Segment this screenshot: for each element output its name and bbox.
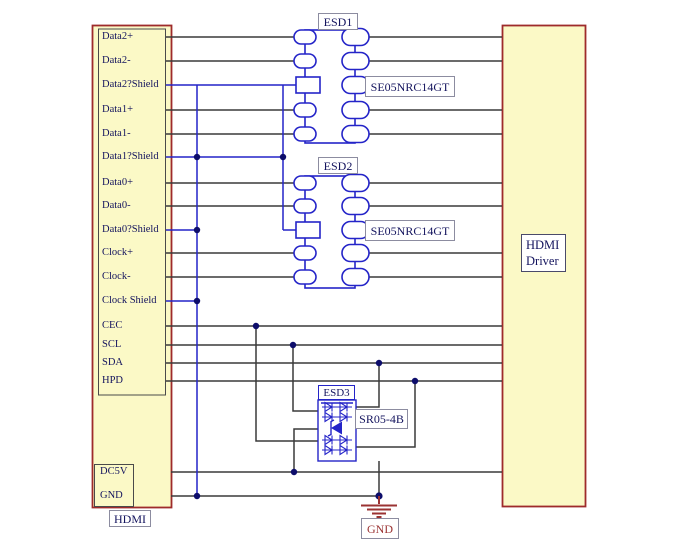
pin-label-9: Clock+ [102,247,134,258]
shield-net-wires [166,84,296,496]
hdmi-connector-label-box: HDMI [109,510,151,527]
pin-label-13: SCL [102,339,122,350]
pin-label-6: Data0+ [102,177,133,188]
esd3-diode-rows [322,401,352,456]
hdmi-driver-label-line1: HDMI [526,238,560,252]
esd3-part-label: SR05-4B [359,412,404,426]
pin-label-11: Clock Shield [102,295,157,306]
junction-dots [193,153,419,500]
esd2-chip [293,173,370,289]
gnd-label-box: GND [361,518,399,539]
pin-label-5: Data1?Shield [102,151,159,162]
esd1-chip [293,27,370,144]
esd3-part-box: SR05-4B [355,409,408,429]
esd3-ref-box: ESD3 [318,385,355,400]
gnd-label: GND [367,521,393,536]
esd2-part-label: SE05NRC14GT [370,223,450,238]
esd3-zener-diode [327,419,342,437]
hdmi-driver-label-box: HDMI Driver [521,234,566,272]
hdmi-driver-label-line2: Driver [526,254,559,268]
pin-label-0: Data2+ [102,31,133,42]
hdmi-connector-label: HDMI [114,511,146,526]
power-pin-label-0: DC5V [100,466,128,477]
esd1-ref-box: ESD1 [318,13,358,30]
esd1-part-box: SE05NRC14GT [365,76,455,97]
pin-label-2: Data2?Shield [102,79,159,90]
hdmi-connector-block [91,24,173,509]
pin-label-1: Data2- [102,55,131,66]
esd3-ref-label: ESD3 [323,386,350,399]
pin-label-14: SDA [102,357,124,368]
pin-label-10: Clock- [102,271,131,282]
esd1-part-label: SE05NRC14GT [370,79,450,94]
esd2-ref-label: ESD2 [323,158,353,173]
esd3-chip [317,399,357,462]
pin-label-12: CEC [102,320,123,331]
pin-label-7: Data0- [102,200,131,211]
ground-symbol [361,496,397,518]
pin-label-8: Data0?Shield [102,224,159,235]
pin-label-4: Data1- [102,128,131,139]
esd2-part-box: SE05NRC14GT [365,220,455,241]
power-pin-label-1: GND [100,490,123,501]
esd2-ref-box: ESD2 [318,157,358,174]
pin-label-3: Data1+ [102,104,133,115]
esd1-ref-label: ESD1 [323,14,353,29]
pin-label-15: HPD [102,375,124,386]
